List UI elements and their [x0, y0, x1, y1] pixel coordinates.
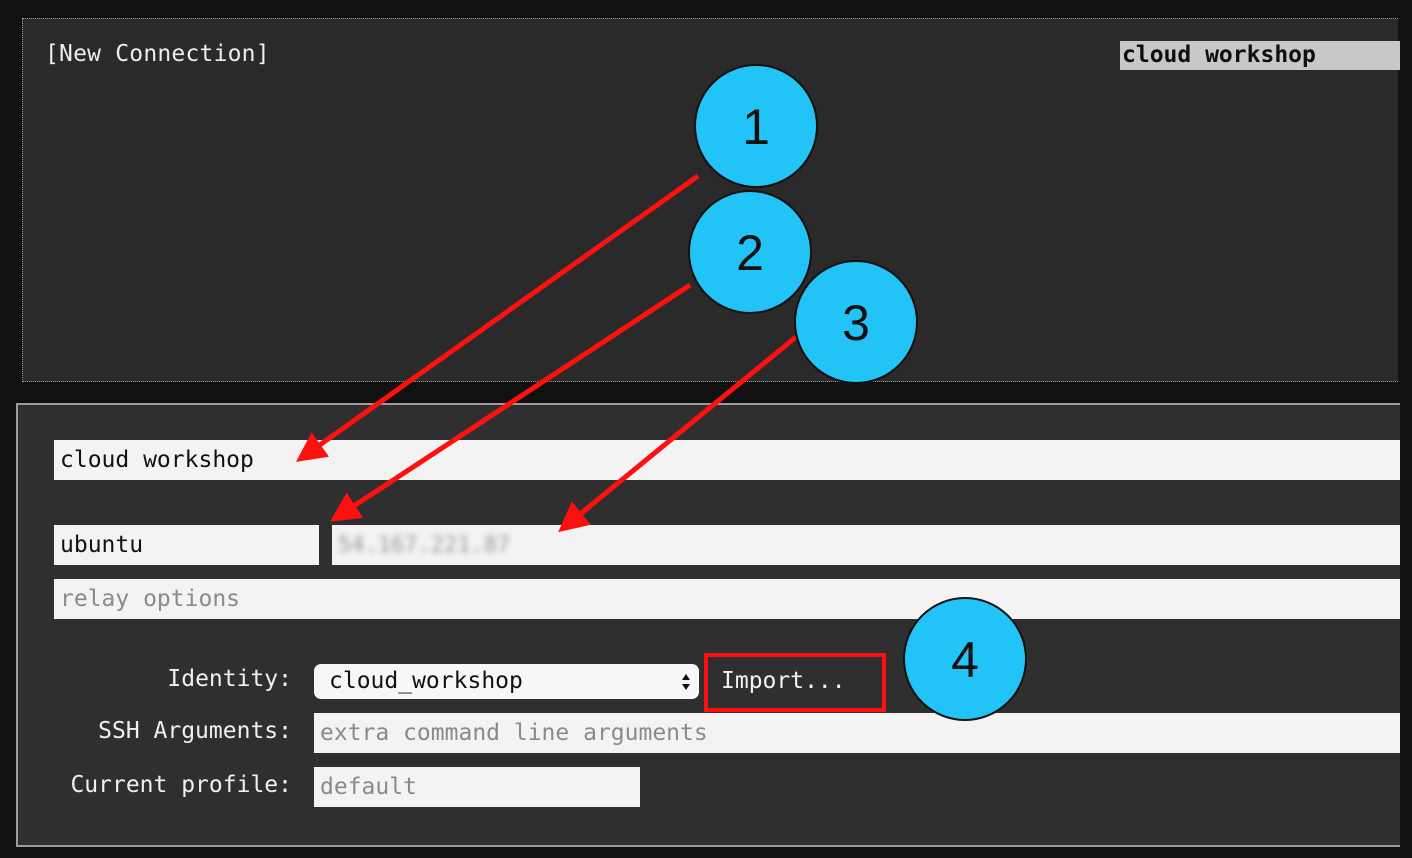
ssh-arguments-label: SSH Arguments:	[98, 718, 292, 744]
current-profile-label: Current profile:	[70, 772, 292, 798]
identity-selected-value: cloud_workshop	[329, 668, 523, 694]
selected-connection-item[interactable]: cloud workshop	[1120, 41, 1400, 70]
username-input[interactable]: ubuntu	[54, 525, 319, 565]
identity-label: Identity:	[167, 666, 292, 692]
connection-name-input[interactable]: cloud workshop	[54, 440, 1400, 480]
relay-options-input[interactable]: relay options	[54, 579, 1400, 619]
new-connection-item[interactable]: [New Connection]	[45, 41, 270, 67]
current-profile-input[interactable]: default	[314, 767, 640, 807]
identity-select[interactable]: cloud_workshop	[314, 664, 699, 699]
hostname-input[interactable]: 54.167.221.87	[332, 525, 1400, 565]
select-arrows-icon	[681, 664, 691, 699]
hostname-value: 54.167.221.87	[338, 533, 511, 558]
up-down-arrow-icon	[682, 673, 690, 690]
import-identity-button[interactable]: Import...	[711, 660, 874, 702]
ssh-arguments-input[interactable]: extra command line arguments	[314, 713, 1400, 753]
connection-list-panel: [New Connection] cloud workshop	[22, 18, 1400, 382]
